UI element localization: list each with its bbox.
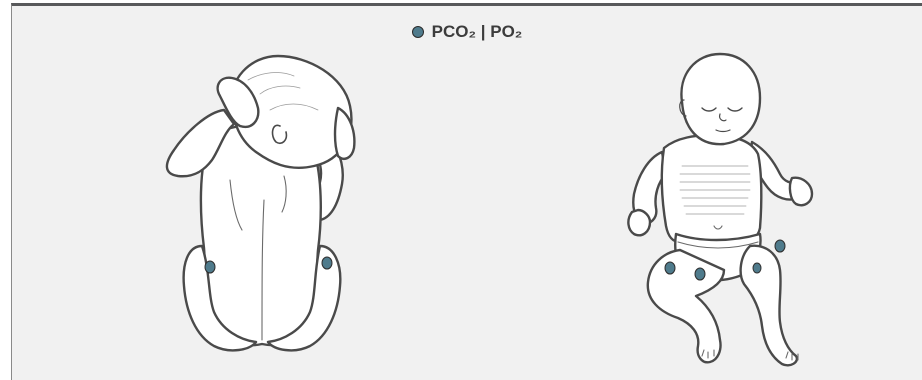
- sensor-dot: [775, 240, 785, 252]
- legend-label: PCO₂ | PO₂: [432, 22, 523, 42]
- sensor-dot: [665, 262, 675, 274]
- legend: PCO₂ | PO₂: [12, 22, 922, 42]
- infant-front-view: [620, 50, 830, 368]
- front-torso: [662, 136, 761, 243]
- sensor-dot: [205, 261, 215, 273]
- sensor-marker-icon: [412, 26, 424, 38]
- infant-back-view: [152, 50, 372, 355]
- sensor-dot: [695, 268, 705, 280]
- sensor-dot: [322, 257, 332, 269]
- front-right-fist: [790, 178, 812, 206]
- front-left-hand: [628, 210, 650, 235]
- front-head: [681, 54, 760, 144]
- sensor-dot: [753, 263, 761, 273]
- front-left-leg: [648, 250, 724, 362]
- front-right-leg: [741, 246, 797, 366]
- diagram-panel: PCO₂ | PO₂: [11, 3, 922, 380]
